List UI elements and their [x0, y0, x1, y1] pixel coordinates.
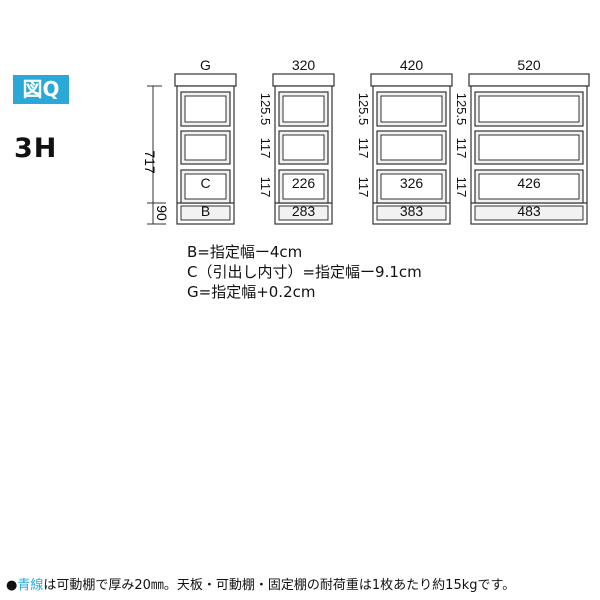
base-width-label: 383 — [400, 203, 424, 219]
total-height-label: 717 — [142, 150, 158, 174]
formula-g: G=指定幅+0.2cm — [187, 283, 316, 301]
unit-width-label: 420 — [400, 57, 424, 73]
drawer-panel — [380, 173, 443, 200]
drawer-panel — [478, 134, 580, 161]
drawer-height-label-1: 125.5 — [356, 93, 371, 126]
base-height-label: 90 — [154, 205, 170, 221]
formula-b: B=指定幅ー4cm — [187, 243, 303, 261]
plinth — [180, 205, 231, 221]
cabinet-top-board — [272, 73, 335, 87]
drawer-panel — [478, 173, 580, 200]
drawer-panel — [184, 173, 227, 200]
drawer-panel — [282, 173, 325, 200]
drawer-panel — [380, 134, 443, 161]
cabinet-units: G CB 320 226 283 125.5 117 117 420 326 383 125.5 117… — [174, 57, 590, 225]
drawer-height-label-2: 117 — [454, 138, 469, 159]
drawer-panel — [184, 134, 227, 161]
drawer-height-label-3: 117 — [258, 177, 273, 198]
drawer-width-label: 426 — [517, 175, 541, 191]
size-code: 3H — [14, 133, 58, 164]
drawer-height-label-3: 117 — [356, 177, 371, 198]
drawer-panel — [380, 95, 443, 123]
cabinet-unit-2: 320 226 283 125.5 117 117 — [258, 57, 335, 225]
footnote-highlight: 青線 — [17, 578, 44, 593]
drawer-height-label-1: 125.5 — [258, 93, 273, 126]
formula-c: C（引出し内寸）=指定幅ー9.1cm — [187, 263, 422, 281]
unit-width-label: 320 — [292, 57, 316, 73]
drawer-height-label-3: 117 — [454, 177, 469, 198]
drawer-panel — [184, 95, 227, 123]
drawer-width-label: C — [200, 175, 210, 191]
unit-width-label: G — [200, 57, 211, 73]
base-width-label: B — [201, 203, 210, 219]
drawer-panel — [282, 134, 325, 161]
cabinet-unit-1: G CB — [174, 57, 237, 225]
footnote: ●青線は可動棚で厚み20㎜。天板・可動棚・固定棚の耐荷重は1枚あたり約15kgで… — [6, 574, 515, 593]
drawer-width-label: 226 — [292, 175, 316, 191]
footnote-bullet: ● — [6, 578, 18, 593]
unit-width-label: 520 — [517, 57, 541, 73]
cabinet-top-board — [370, 73, 453, 87]
base-width-label: 483 — [517, 203, 541, 219]
cabinet-unit-3: 420 326 383 125.5 117 117 — [356, 57, 453, 225]
drawer-height-label-2: 117 — [356, 138, 371, 159]
cabinet-top-board — [468, 73, 590, 87]
figure-badge: 図Q — [13, 75, 69, 104]
plinth — [474, 205, 584, 221]
cabinet-top-board — [174, 73, 237, 87]
drawer-width-label: 326 — [400, 175, 424, 191]
cabinet-elevation-drawing: G CB 320 226 283 125.5 117 117 420 326 383 125.5 117… — [142, 57, 590, 225]
drawer-height-label-2: 117 — [258, 138, 273, 159]
drawer-panel — [478, 95, 580, 123]
base-width-label: 283 — [292, 203, 316, 219]
drawer-height-label-1: 125.5 — [454, 93, 469, 126]
footnote-text: は可動棚で厚み20㎜。天板・可動棚・固定棚の耐荷重は1枚あたり約15kgです。 — [43, 578, 516, 593]
plinth — [376, 205, 447, 221]
cabinet-unit-4: 520 426 483 125.5 117 117 — [454, 57, 590, 225]
drawer-panel — [282, 95, 325, 123]
plinth — [278, 205, 329, 221]
overall-dimensions: 717 90 — [142, 85, 170, 225]
